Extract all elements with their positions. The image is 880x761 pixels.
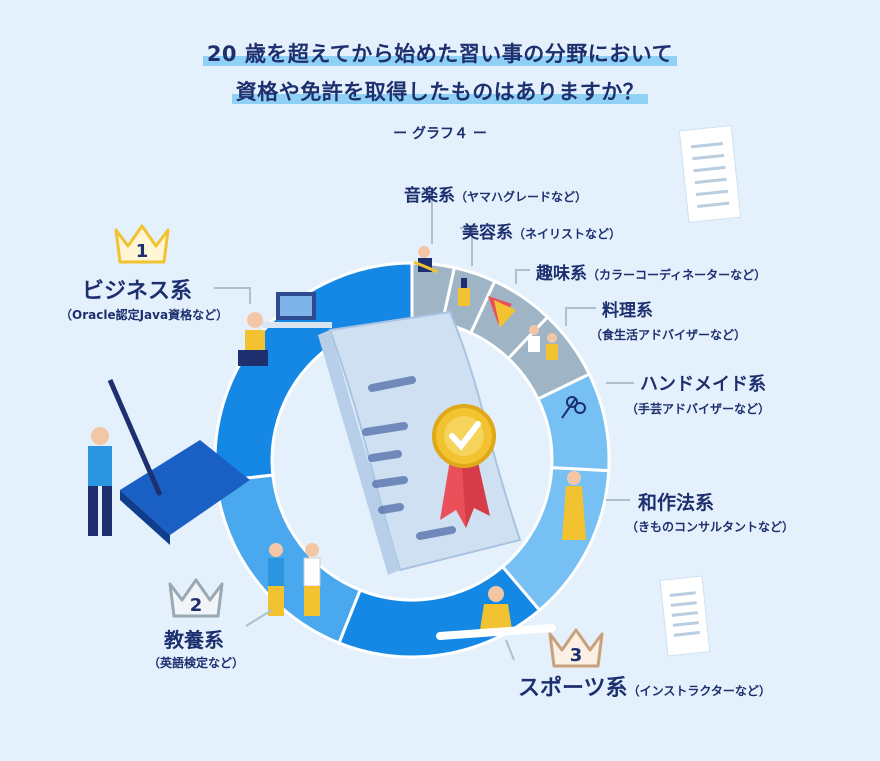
crown-icon-rank-1 <box>114 224 170 264</box>
graph-subtitle: ー グラフ４ ー <box>393 126 487 142</box>
donut-segment-2 <box>214 473 363 645</box>
label-shumi-sub: （カラーコーディネーターなど） <box>587 268 767 282</box>
leader-line-kyoyo <box>245 609 273 627</box>
document-icon <box>659 575 711 657</box>
label-shumi-name: 趣味系 <box>536 264 587 284</box>
scissors-icon <box>561 396 586 419</box>
title-line-1: 20 歳を超えてから始めた習い事の分野において <box>0 38 880 68</box>
nail-polish-icon <box>458 278 470 306</box>
yoga-icon <box>436 586 556 640</box>
label-wasaho-sub: （きものコンサルタントなど） <box>626 520 795 534</box>
chef-icon <box>528 325 558 360</box>
label-shumi: 趣味系（カラーコーディネーターなど） <box>536 259 766 284</box>
label-ongaku: 音楽系（ヤマハグレードなど） <box>404 181 587 206</box>
label-biyo-sub: （ネイリストなど） <box>513 227 622 241</box>
label-biyo-name: 美容系 <box>462 223 513 243</box>
label-kyoyo-sub: （英語検定など） <box>148 656 245 670</box>
label-wasaho: 和作法系 <box>638 492 715 514</box>
leader-line-sports <box>505 639 515 661</box>
crown-icon-rank-2 <box>168 578 224 618</box>
office-worker-icon <box>238 292 332 366</box>
kimono-icon <box>562 471 586 540</box>
label-ryori-sub: （食生活アドバイザーなど） <box>590 328 747 342</box>
notebook-writer-icon <box>88 379 250 545</box>
leader-line-shumi <box>515 269 530 284</box>
label-sports-name: スポーツ系 <box>518 676 628 701</box>
label-handmade: ハンドメイド系 <box>640 374 766 395</box>
leader-line-ongaku <box>422 191 433 244</box>
leader-line-ryori <box>565 307 596 326</box>
leader-line-biyo <box>460 227 473 266</box>
rank-number-3: 3 <box>570 645 583 666</box>
label-sports: スポーツ系（インストラクターなど） <box>518 670 771 702</box>
leader-line-business <box>214 287 251 304</box>
document-icon <box>678 124 742 224</box>
label-business-sub: （Oracle認定Java資格など） <box>60 308 229 322</box>
label-ryori: 料理系 <box>602 301 653 321</box>
label-ongaku-sub: （ヤマハグレードなど） <box>455 190 588 204</box>
label-sports-sub: （インストラクターなど） <box>627 684 771 698</box>
label-handmade-sub: （手芸アドバイザーなど） <box>626 402 771 416</box>
rank-number-1: 1 <box>136 241 149 262</box>
title-line-2: 資格や免許を取得したものはありますか？ <box>0 76 880 106</box>
color-palette-icon <box>488 296 516 328</box>
crown-icon-rank-3 <box>548 628 604 668</box>
label-ongaku-name: 音楽系 <box>404 186 455 206</box>
label-biyo: 美容系（ネイリストなど） <box>462 218 621 243</box>
donut-segment-3 <box>337 564 542 659</box>
guitarist-icon <box>413 246 439 274</box>
label-kyoyo: 教養系 <box>164 628 224 652</box>
rank-number-2: 2 <box>190 595 203 616</box>
label-business: ビジネス系 <box>82 279 193 304</box>
certificate-icon <box>318 310 522 575</box>
teachers-icon <box>268 543 321 616</box>
